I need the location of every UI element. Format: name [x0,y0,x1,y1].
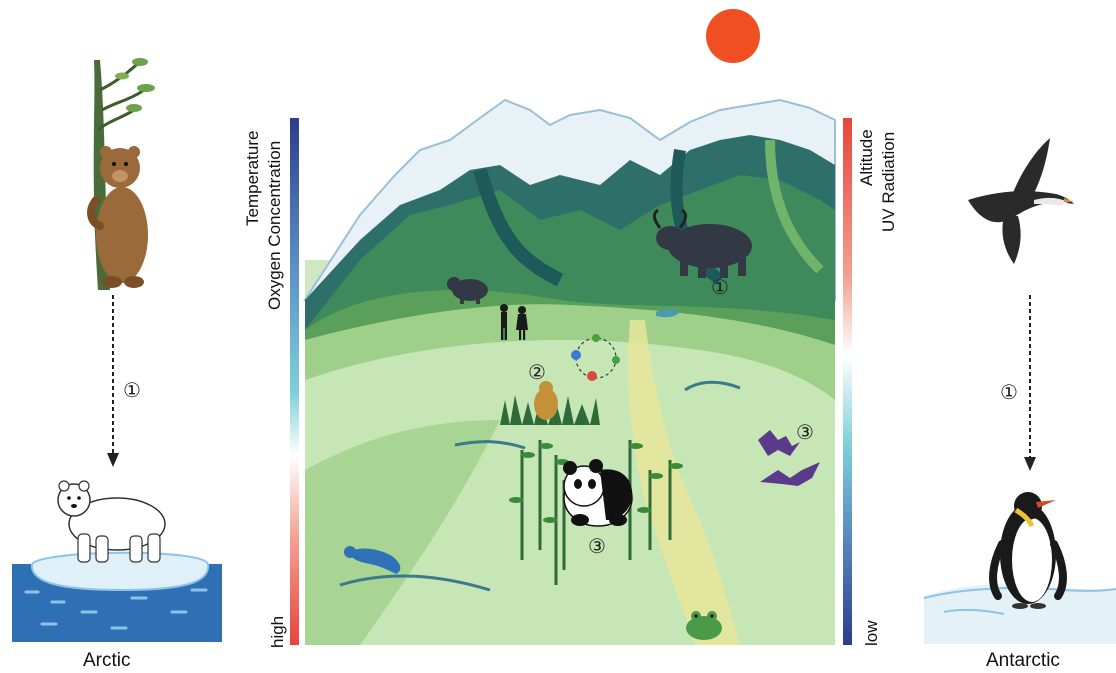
antarctic-label: Antarctic [986,650,1060,672]
penguin-icon [924,484,1116,644]
left-panel: ① Arctic [0,0,230,673]
brown-bear-icon [60,50,170,290]
panda-marker: ③ [588,534,606,558]
left-scale-label-2: Oxygen Concentration [265,141,285,310]
right-marker: ① [1000,380,1018,404]
polar-bear-icon [12,472,222,642]
right-scale-label-2: UV Radiation [879,132,899,232]
petrel-bird-icon [964,136,1074,266]
marmot-marker: ② [528,360,546,384]
yak-marker: ① [711,275,729,299]
right-scale-bar [843,118,852,645]
right-dashed-arrow [1020,295,1040,475]
left-scale-label-1: Temperature [243,131,263,226]
left-dashed-arrow [103,295,123,470]
mountain-scene [300,0,840,650]
left-scale-end-label: high [268,616,288,648]
left-scale-bar [290,118,299,645]
left-marker: ① [123,378,141,402]
sun-icon [706,9,760,63]
bats-marker: ③ [796,420,814,444]
right-scale-label-1: Altitude [857,129,877,186]
right-panel: ① Antarctic [900,0,1116,673]
arctic-label: Arctic [83,650,131,672]
right-scale-end-label: low [862,620,882,646]
